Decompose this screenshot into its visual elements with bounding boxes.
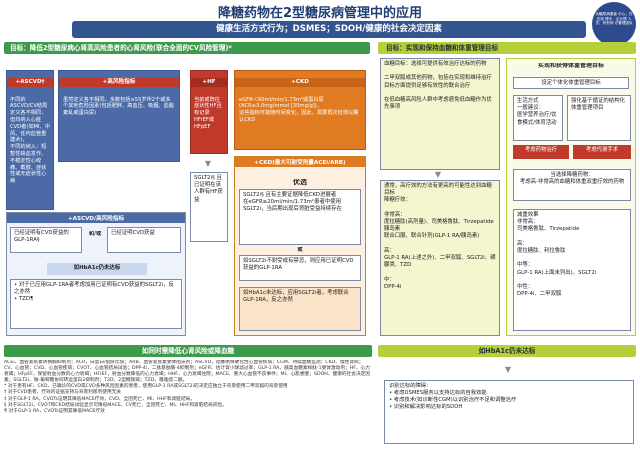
high-risk-text: 虽然定义各不相同，多数包括≥55岁伴2个或多个其他危险因素(包括肥胖、高血压、吸… (63, 96, 174, 117)
weight-effect: 减重效果 非常高： 司美格鲁肽、Tirzepatide 高： 度拉糖肽、利拉鲁肽… (513, 209, 631, 331)
glucose-arrow-icon: ▼ (434, 170, 442, 179)
ascvd-high-group: +ASCVD/高风险指标 已经证明有CVD获益的GLP-1RA§ 和/或 已经证… (6, 212, 186, 336)
ascvd-text: 不同的ASCVD/CV结局定义各不相同，但均纳入心脏CVD者(如MI、中风、任何… (10, 96, 50, 185)
high-risk-box: +高风险指标 虽然定义各不相同，多数包括≥55岁伴2个或多个其他危险因素(包括肥… (58, 70, 180, 162)
ascvd-hba1c-note: 如HbA1c仍未达标 (47, 263, 147, 275)
weight-surgery: 考虑代谢手术 (573, 145, 631, 159)
ascvd-box: +ASCVD† 不同的ASCVD/CV结局定义各不相同，但均纳入心脏CVD者(如… (6, 70, 54, 210)
hf-box: +HF 当前或既往症状性HF且有记录HFrEF或HFpEF (190, 70, 228, 154)
footnotes: ACEi、血管紧张素转换酶抑制剂；ACR，白蛋白/肌酐比值；ARB、血管紧张素受… (4, 360, 371, 414)
ckd-preferred: 优选 (293, 179, 307, 186)
ckd-option2: 如SGLT2i不耐受或有禁忌，则应用已证明CVD获益的GLP-1RA (239, 255, 361, 281)
page-title: 降糖药物在2型糖尿病管理中的应用 (217, 6, 423, 21)
weight-choose: 当选择降糖药物： 考虑高-非常高的血糖和体重双重疗效的药物 (513, 169, 631, 201)
ascvd-bullets: • 对于已应用GLP-1RA者考虑加用已证明有CVD获益的SGLT2i，反之亦然… (10, 279, 182, 329)
hf-sglt2-box: SGLT2i§ 且已证明在该人群有HF获益 (190, 172, 228, 242)
goal-right-banner: 目标：实现和保持血糖和体重管理目标 (378, 42, 636, 54)
sglt2-box: 已经证明CVD获益 (107, 227, 181, 253)
barriers-box: 识别达标的障碍： • 考虑DSMES服务以支持达标的自我效能 • 考虑技术(如诊… (384, 380, 634, 444)
ckd-treatment-group: +CKD(最大可耐受剂量ACEi/ARB) 优选 SGLT2i§ 且有主要证据降… (234, 156, 366, 336)
ckd-hba1c-note: 如HbA1c未达标，应用SGLT2i者，考虑联合GLP-1RA，反之亦然 (239, 287, 361, 331)
weight-setgoal: 设定个体化体重管理目标 (513, 77, 629, 89)
bottom-bar-left: 如同时需降低心肾风险或降血糖 (4, 345, 372, 357)
high-risk-header: +高风险指标 (59, 78, 179, 88)
ckd-option1: SGLT2i§ 且有主要证据降低CKD进展者 在eGFR≥20ml/min/1.… (239, 189, 361, 245)
ckd-text: eGFR＜60ml/min/1.73m²或蛋白尿(ACR≥3.0mg/mmol … (239, 96, 359, 123)
ckd-box: +CKD eGFR＜60ml/min/1.73m²或蛋白尿(ACR≥3.0mg/… (234, 70, 366, 150)
bottom-bar-right: 如HbA1c仍未达标 (378, 345, 636, 357)
glp1-box: 已经证明有CVD获益的GLP-1RA§ (10, 227, 82, 253)
decision-arrow-icon: ▼ (504, 365, 512, 374)
ckd-header2: +CKD(最大可耐受剂量ACEi/ARB) (235, 157, 365, 167)
patient-center-badge: 为糖尿病患者 中心，在应用 理中，企业理 人员、药剂师 疗管理团队 (592, 2, 636, 46)
ckd-or: 或 (297, 247, 303, 253)
ascvd-high-header: +ASCVD/高风险指标 (7, 213, 185, 223)
weight-drugs: 考虑药物治疗 (513, 145, 569, 159)
hf-text: 当前或既往症状性HF且有记录HFrEF或HFpEF (194, 96, 222, 130)
and-or-label: 和/或 (88, 231, 102, 237)
weight-lifestyle: 生活方式 一般建议： 医学营养治疗/饮食模式/体育活动 (513, 95, 563, 141)
ckd-header: +CKD (235, 78, 365, 88)
glucose-efficacy-box: 通常，高疗效的方法有更高的可能性达到血糖目标 降糖疗效： 非常高： 度拉糖肽(高… (380, 180, 500, 336)
hf-header: +HF (191, 78, 227, 88)
weight-structured: 强化基于循证的结构化体重管理项目 (567, 95, 631, 141)
weight-group: 实现和获得体重管理目标 设定个体化体重管理目标 生活方式 一般建议： 医学营养治… (506, 58, 636, 336)
goal-left-banner: 目标：降低2型糖尿病心肾高风险患者的心肾风险(联合全面的CV风险管理)* (4, 42, 370, 54)
ascvd-header: +ASCVD† (7, 78, 53, 88)
lifestyle-banner: 健康生活方式行为；DSMES；SDOH/健康的社会决定因素 (72, 21, 586, 38)
glucose-goal-box: 血糖目标：选择可提供有效治疗达标的药物 二甲双胍或其他药物，包括在实现和维持治疗… (380, 58, 500, 170)
weight-header: 实现和获得体重管理目标 (537, 63, 604, 69)
hf-arrow-icon: ▼ (204, 159, 212, 168)
